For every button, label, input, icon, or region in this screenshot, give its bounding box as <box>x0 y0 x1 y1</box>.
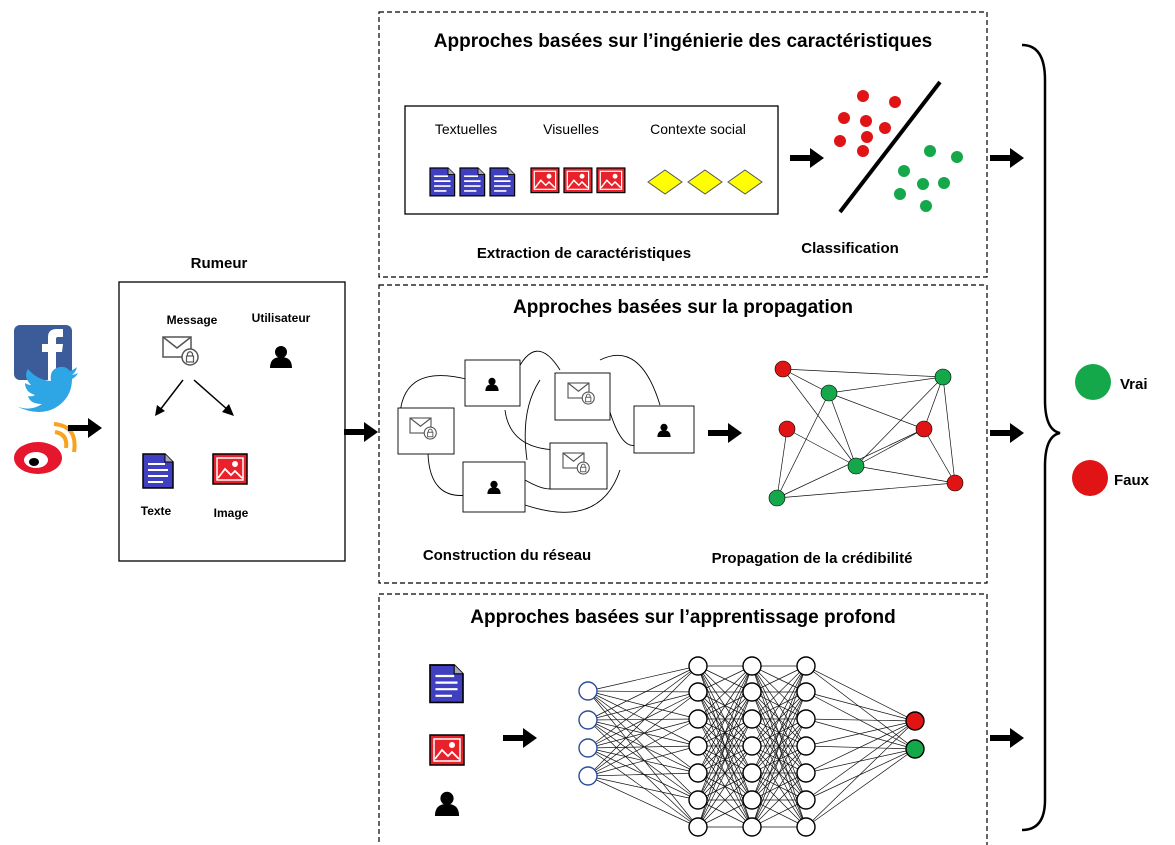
nn-node <box>796 790 816 810</box>
nn-node <box>688 817 708 837</box>
neural-network <box>578 656 925 837</box>
construction-label: Construction du réseau <box>423 547 591 564</box>
document-icon <box>428 663 465 704</box>
brace-icon <box>1021 43 1061 832</box>
nn-node <box>796 656 816 676</box>
feature-engineering-title: Approches basées sur l’ingénierie des ca… <box>434 31 932 52</box>
faux-label: Faux <box>1114 472 1150 489</box>
feature-engineering-box <box>378 11 988 278</box>
visuelles-label: Visuelles <box>543 121 599 137</box>
image-label: Image <box>214 506 249 520</box>
nn-node <box>688 763 708 783</box>
vrai-dot <box>1075 364 1111 400</box>
nn-node <box>688 656 708 676</box>
deep-learning-box <box>378 593 988 845</box>
nn-node <box>742 682 762 702</box>
credibilite-label: Propagation de la crédibilité <box>712 550 913 567</box>
nn-node <box>688 709 708 729</box>
contexte-social-label: Contexte social <box>650 121 746 137</box>
arrow-right-icon <box>990 148 1024 168</box>
nn-node <box>796 682 816 702</box>
nn-node <box>742 817 762 837</box>
facebook-icon <box>14 325 72 380</box>
textuelles-label: Textuelles <box>435 121 497 137</box>
nn-node <box>578 681 598 701</box>
nn-node <box>578 738 598 758</box>
user-icon <box>434 791 460 816</box>
nn-node <box>796 817 816 837</box>
credibility-graph <box>768 360 964 507</box>
social-context-diamonds <box>647 169 763 195</box>
image-icon <box>429 734 465 766</box>
nn-node <box>796 763 816 783</box>
arrow-right-icon <box>344 422 378 442</box>
weibo-icon <box>14 422 77 474</box>
arrow-to-texte <box>159 379 184 411</box>
nn-node <box>905 711 925 731</box>
classification-plot <box>834 80 963 214</box>
nn-node <box>742 763 762 783</box>
message-label: Message <box>167 313 218 327</box>
visual-feature-icons <box>530 167 626 194</box>
propagation-title: Approches basées sur la propagation <box>513 297 853 318</box>
arrow-right-icon <box>990 728 1024 748</box>
nn-node <box>688 682 708 702</box>
nn-node <box>578 766 598 786</box>
vrai-label: Vrai <box>1120 376 1148 393</box>
rumeur-title: Rumeur <box>191 255 248 272</box>
nn-node <box>742 656 762 676</box>
textual-feature-icons <box>429 167 516 197</box>
arrow-right-icon <box>503 728 537 748</box>
document-icon <box>142 453 174 489</box>
classification-label: Classification <box>801 240 899 257</box>
nn-node <box>742 736 762 756</box>
arrow-right-icon <box>990 423 1024 443</box>
nn-node <box>742 790 762 810</box>
rumeur-box <box>118 281 346 562</box>
nn-node <box>742 709 762 729</box>
extraction-label: Extraction de caractéristiques <box>477 245 691 262</box>
texte-label: Texte <box>141 504 172 518</box>
arrow-right-icon <box>790 148 824 168</box>
nn-node <box>796 736 816 756</box>
arrow-right-icon <box>708 423 742 443</box>
arrow-to-image <box>193 379 229 411</box>
nn-node <box>688 790 708 810</box>
nn-node <box>578 710 598 730</box>
image-icon <box>212 453 248 485</box>
network-construction <box>397 350 695 513</box>
nn-node <box>905 739 925 759</box>
propagation-box <box>378 284 988 584</box>
nn-node <box>796 709 816 729</box>
utilisateur-label: Utilisateur <box>252 311 311 325</box>
faux-dot <box>1072 460 1108 496</box>
nn-node <box>688 736 708 756</box>
deep-learning-title: Approches basées sur l’apprentissage pro… <box>470 607 896 628</box>
twitter-icon <box>16 366 78 413</box>
